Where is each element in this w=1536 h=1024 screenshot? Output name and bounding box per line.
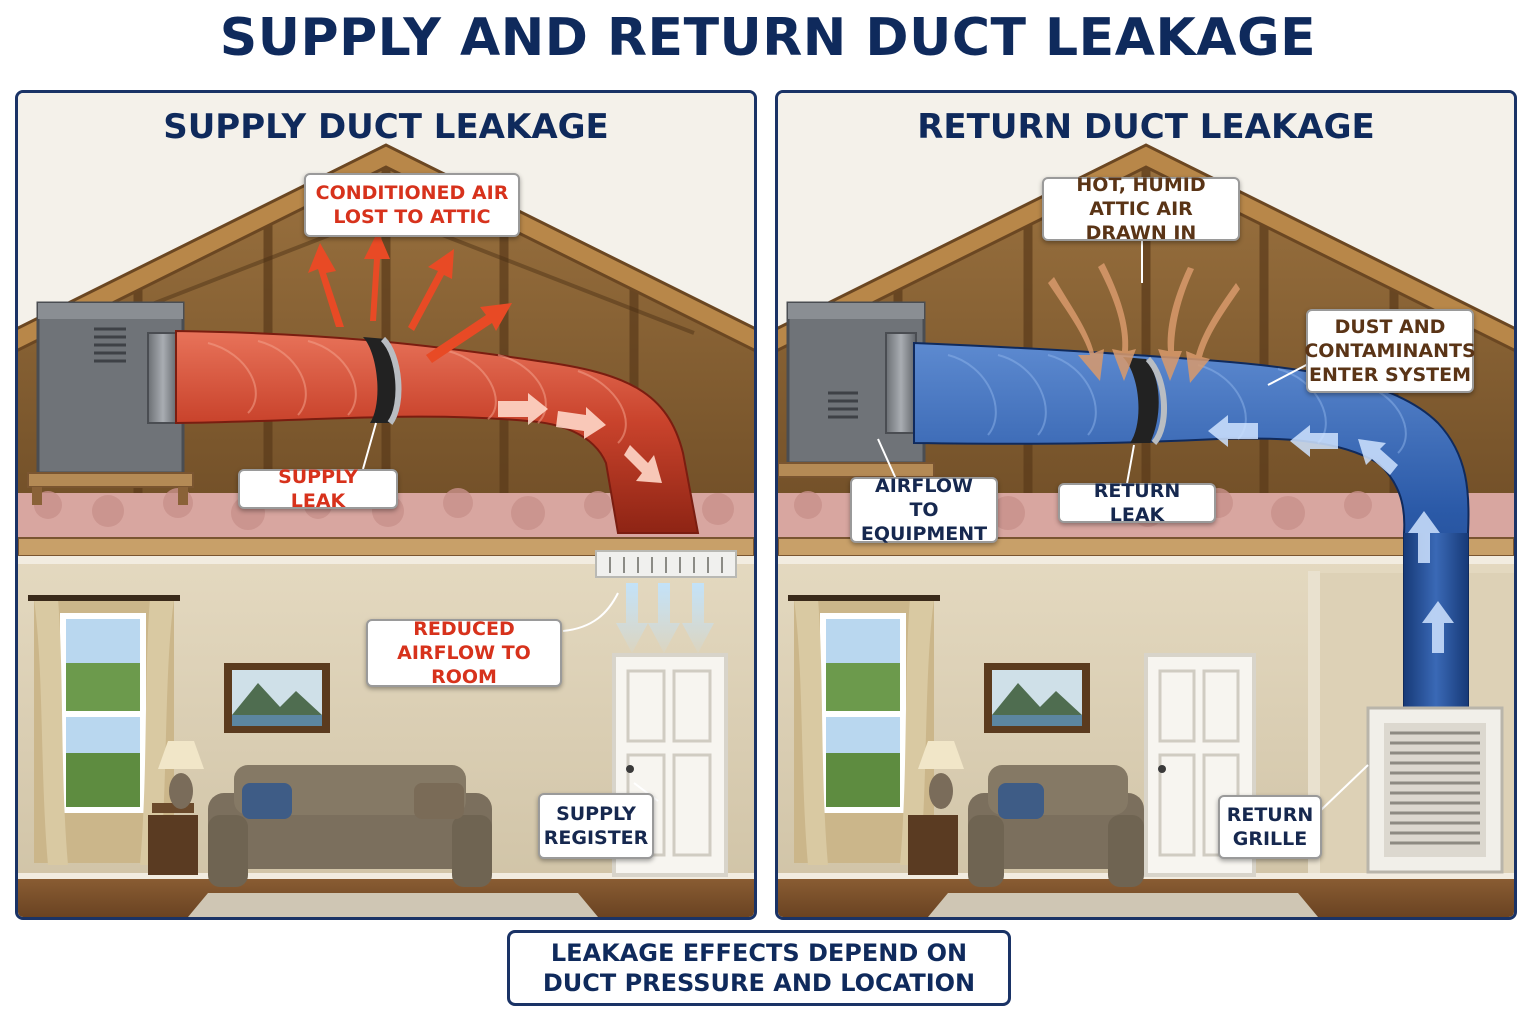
return-panel: RETURN DUCT LEAKAGE HOT, HUMID ATTIC AIR…	[775, 90, 1517, 920]
page-title: SUPPLY AND RETURN DUCT LEAKAGE	[219, 8, 1317, 68]
supply-panel-title: SUPPLY DUCT LEAKAGE	[163, 107, 609, 147]
return-panel-title: RETURN DUCT LEAKAGE	[917, 107, 1375, 147]
callout-dust: DUST AND CONTAMINANTS ENTER SYSTEM	[1304, 309, 1476, 393]
supply-panel: SUPPLY DUCT LEAKAGE CONDITIONED AIR LOST…	[15, 90, 757, 920]
callout-airflow-equipment: AIRFLOW TO EQUIPMENT	[850, 475, 998, 545]
callout-conditioned-air: CONDITIONED AIR LOST TO ATTIC	[304, 173, 520, 237]
callout-return-grille: RETURN GRILLE	[1218, 795, 1322, 859]
callout-reduced-airflow: REDUCED AIRFLOW TO ROOM	[366, 618, 562, 688]
callout-supply-leak: SUPPLY LEAK	[238, 466, 398, 512]
callout-hot-humid: HOT, HUMID ATTIC AIR DRAWN IN	[1042, 174, 1240, 244]
footer-note: LEAKAGE EFFECTS DEPEND ON DUCT PRESSURE …	[507, 930, 1011, 1006]
supply-scene	[18, 93, 754, 917]
callout-return-leak: RETURN LEAK	[1058, 480, 1216, 526]
callout-supply-register: SUPPLY REGISTER	[538, 793, 654, 859]
